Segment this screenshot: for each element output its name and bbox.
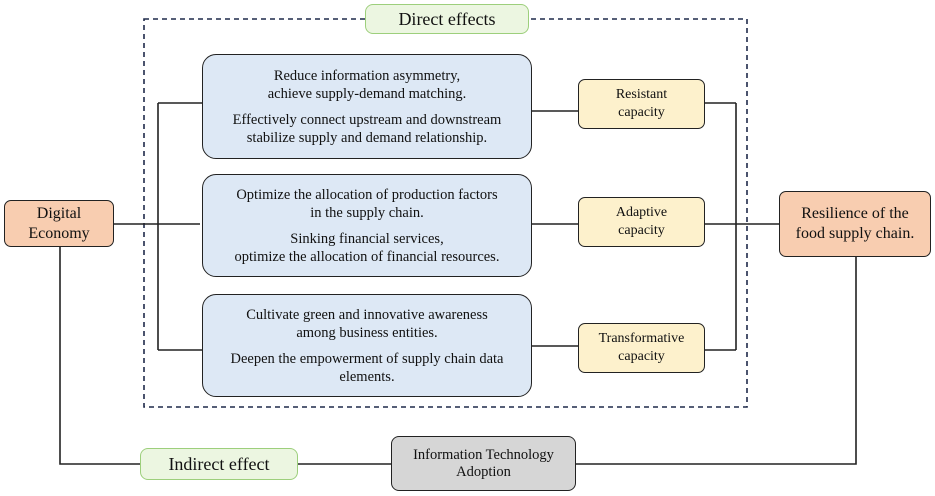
mechanism-line: optimize the allocation of financial res…	[234, 248, 500, 265]
mechanism-line: Sinking financial services,	[290, 230, 444, 247]
connector-mediator-to-target	[576, 257, 857, 465]
mechanism-line: Optimize the allocation of production fa…	[236, 186, 498, 203]
node-line: food supply chain.	[795, 225, 915, 242]
capacity-line: capacity	[618, 223, 665, 238]
transformative-capacity-box: Transformative capacity	[578, 323, 705, 373]
mechanism-box-3: Cultivate green and innovative awareness…	[202, 294, 532, 397]
mechanism-line: Deepen the empowerment of supply chain d…	[230, 350, 504, 367]
mechanism-box-2: Optimize the allocation of production fa…	[202, 174, 532, 277]
indirect-effect-text: Indirect effect	[168, 453, 270, 474]
direct-effects-text: Direct effects	[398, 8, 496, 29]
node-line: Resilience of the	[801, 205, 909, 222]
mechanism-line: among business entities.	[296, 324, 438, 341]
mediator-line: Information Technology	[413, 446, 554, 463]
mechanism-line: Effectively connect upstream and downstr…	[232, 111, 502, 128]
mechanism-line: achieve supply-demand matching.	[267, 85, 467, 102]
mechanism-line: Cultivate green and innovative awareness	[246, 306, 488, 323]
mediator-line: Adoption	[456, 463, 511, 480]
resistant-capacity-box: Resistant capacity	[578, 79, 705, 129]
mechanism-paragraph: Cultivate green and innovative awareness…	[246, 306, 488, 342]
capacity-line: Adaptive	[615, 205, 668, 220]
direct-effects-label: Direct effects	[365, 4, 529, 34]
mechanism-paragraph: Optimize the allocation of production fa…	[236, 186, 497, 222]
capacity-line: capacity	[618, 105, 665, 120]
mechanism-line: Reduce information asymmetry,	[273, 67, 461, 84]
mechanism-paragraph: Reduce information asymmetry, achieve su…	[268, 67, 467, 103]
mechanism-paragraph: Deepen the empowerment of supply chain d…	[231, 350, 504, 386]
node-line: Economy	[28, 224, 90, 242]
mechanism-line: elements.	[339, 368, 395, 385]
mechanism-paragraph: Sinking financial services, optimize the…	[235, 230, 500, 266]
mechanism-line: stabilize supply and demand relationship…	[246, 129, 488, 146]
mechanism-box-1: Reduce information asymmetry, achieve su…	[202, 54, 532, 159]
food-supply-chain-resilience-node: Resilience of the food supply chain.	[779, 191, 931, 257]
digital-economy-node: Digital Economy	[4, 200, 114, 247]
capacity-line: Resistant	[615, 87, 668, 102]
mechanism-line: in the supply chain.	[310, 204, 424, 221]
adaptive-capacity-box: Adaptive capacity	[578, 197, 705, 247]
node-line: Digital	[36, 204, 82, 222]
indirect-effect-label: Indirect effect	[140, 448, 298, 480]
capacity-line: Transformative	[598, 331, 685, 346]
mechanism-paragraph: Effectively connect upstream and downstr…	[233, 111, 502, 147]
information-technology-adoption-node: Information Technology Adoption	[391, 436, 576, 491]
capacity-line: capacity	[618, 349, 665, 364]
